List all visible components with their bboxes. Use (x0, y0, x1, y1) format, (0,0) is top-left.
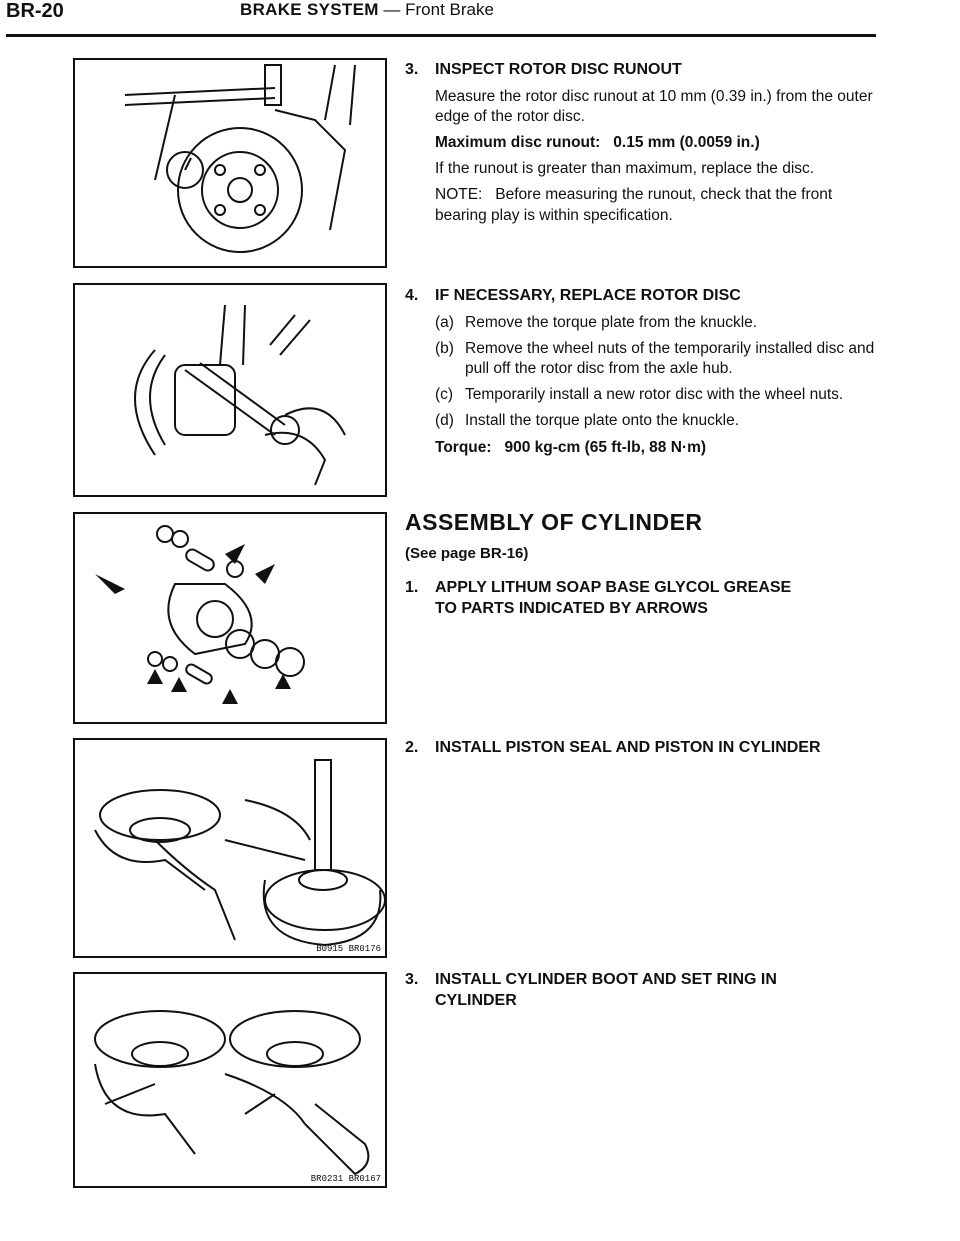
substep-label: (a) (435, 313, 454, 331)
replace-rotor-illustration (134, 304, 346, 486)
spec-label: Maximum disc runout: (435, 134, 601, 152)
figure-code: BR0231 BR0167 (310, 1174, 381, 1184)
note-text: Before measuring the runout, check that … (435, 186, 833, 224)
cylinder-parts-figure (73, 512, 387, 724)
step-install-boot: 3. INSTALL CYLINDER BOOT AND SET RING IN … (405, 970, 880, 1012)
step-heading: 1. APPLY LITHUM SOAP BASE GLYCOL GREASE T… (405, 578, 880, 620)
step-number: 1. (405, 579, 419, 596)
step-title: INSTALL CYLINDER BOOT AND SET RING IN CY… (435, 971, 777, 1009)
spec-line: Maximum disc runout: 0.15 mm (0.0059 in.… (435, 133, 880, 153)
torque-value: 900 kg-cm (65 ft-lb, 88 N·m) (504, 438, 707, 456)
step-number: 4. (405, 287, 419, 304)
step-number: 2. (405, 739, 419, 756)
figure-code: B0915 BR0176 (316, 944, 381, 954)
cylinder-parts-illustration (95, 525, 305, 704)
subsection-title: Front Brake (405, 0, 494, 19)
step-paragraph: Measure the rotor disc runout at 10 mm (… (435, 87, 873, 125)
substep-text: Remove the wheel nuts of the temporarily… (465, 339, 875, 378)
substep: (b) Remove the wheel nuts of the temporar… (435, 339, 880, 379)
torque-label: Torque: (435, 438, 492, 456)
substep-text: Temporarily install a new rotor disc wit… (465, 386, 844, 404)
step-paragraph: If the runout is greater than maximum, r… (435, 160, 815, 178)
assembly-section: ASSEMBLY OF CYLINDER (See page BR-16) (405, 508, 880, 563)
step-title: INSPECT ROTOR DISC RUNOUT (435, 61, 682, 78)
substep-text: Remove the torque plate from the knuckle… (465, 313, 758, 331)
page-reference: (See page BR-16) (405, 544, 529, 562)
step-heading: 3. INSTALL CYLINDER BOOT AND SET RING IN … (405, 970, 880, 1012)
install-boot-illustration (94, 1010, 370, 1176)
rotor-runout-illustration (124, 64, 356, 253)
step-title: APPLY LITHUM SOAP BASE GLYCOL GREASE TO … (435, 579, 792, 617)
step-inspect-runout: 3. INSPECT ROTOR DISC RUNOUT Measure the … (405, 60, 880, 226)
note-label: NOTE: (435, 186, 483, 204)
section-heading: ASSEMBLY OF CYLINDER (405, 509, 703, 535)
page-number: BR-20 (6, 0, 64, 22)
note: NOTE: Before measuring the runout, check… (435, 185, 880, 225)
step-title: INSTALL PISTON SEAL AND PISTON IN CYLIND… (435, 739, 821, 756)
header-rule (6, 34, 876, 37)
page-header: BRAKE SYSTEM — Front Brake (240, 0, 494, 20)
substep-label: (c) (435, 386, 454, 404)
torque-spec: Torque: 900 kg-cm (65 ft-lb, 88 N·m) (435, 438, 880, 458)
step-install-piston: 2. INSTALL PISTON SEAL AND PISTON IN CYLI… (405, 738, 880, 759)
step-number: 3. (405, 971, 419, 988)
substep: (c) Temporarily install a new rotor disc … (435, 385, 880, 405)
step-number: 3. (405, 61, 419, 78)
substep: (d) Install the torque plate onto the knu… (435, 411, 880, 431)
step-apply-grease: 1. APPLY LITHUM SOAP BASE GLYCOL GREASE T… (405, 578, 880, 620)
install-boot-figure: BR0231 BR0167 (73, 972, 387, 1188)
rotor-runout-figure (73, 58, 387, 268)
substep-label: (d) (435, 412, 454, 430)
spec-value: 0.15 mm (0.0059 in.) (613, 134, 760, 152)
step-heading: 3. INSPECT ROTOR DISC RUNOUT (405, 60, 880, 81)
header-separator: — (378, 0, 406, 19)
substep-text: Install the torque plate onto the knuckl… (465, 412, 740, 430)
substep: (a) Remove the torque plate from the knuc… (435, 313, 880, 333)
substep-label: (b) (435, 339, 454, 357)
install-piston-figure: B0915 BR0176 (73, 738, 387, 958)
step-replace-rotor: 4. IF NECESSARY, REPLACE ROTOR DISC (a) Re… (405, 286, 880, 458)
replace-rotor-figure (73, 283, 387, 497)
install-piston-illustration (94, 759, 385, 947)
step-heading: 2. INSTALL PISTON SEAL AND PISTON IN CYLI… (405, 738, 880, 759)
section-title: BRAKE SYSTEM (240, 0, 379, 19)
step-title: IF NECESSARY, REPLACE ROTOR DISC (435, 287, 741, 304)
step-heading: 4. IF NECESSARY, REPLACE ROTOR DISC (405, 286, 880, 307)
